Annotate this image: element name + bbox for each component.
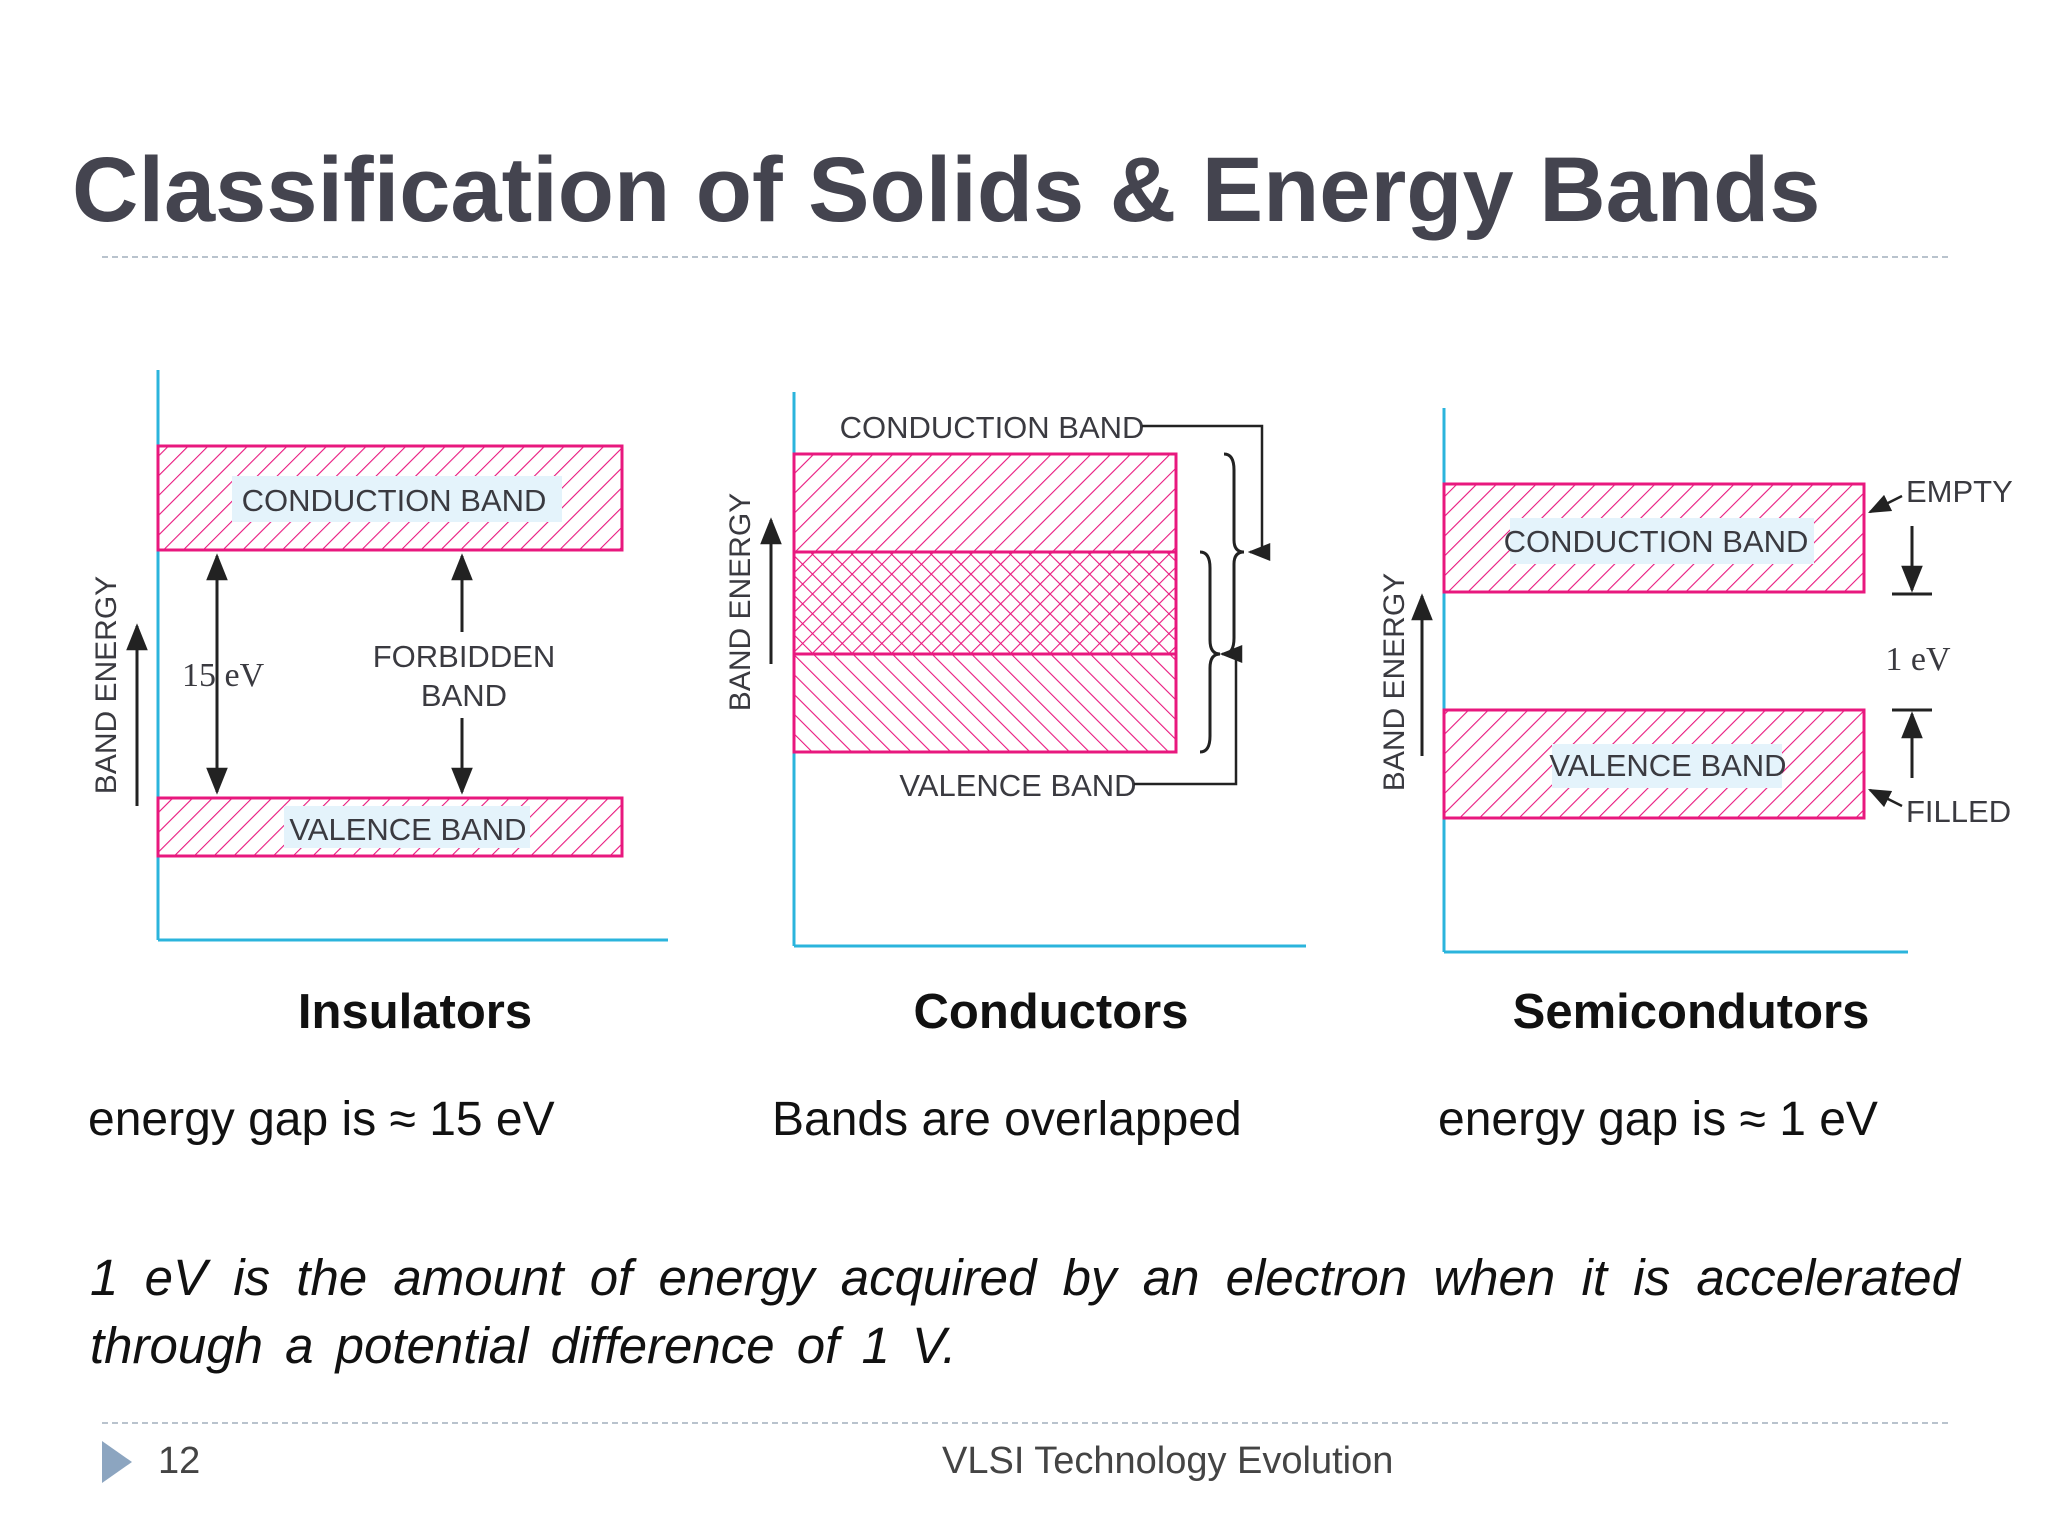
insulator-valence-label-bg (284, 806, 530, 848)
semiconductor-diagram: CONDUCTION BAND VALENCE BAND 1 eV EMPTY … (1378, 408, 2013, 954)
semiconductor-axis-label: BAND ENERGY (1378, 573, 1411, 791)
insulator-gap-label: 15 eV (182, 657, 265, 694)
semiconductor-gap-label: 1 eV (1885, 641, 1951, 678)
semiconductor-filled-pointer (1867, 788, 1903, 808)
footer-divider (102, 1422, 1948, 1424)
conductor-valence-label: VALENCE BAND (899, 768, 1136, 803)
insulator-description: energy gap is ≈ 15 eV (88, 1093, 555, 1146)
semiconductor-valence-label-bg (1552, 744, 1782, 788)
semiconductor-empty-pointer (1867, 494, 1903, 514)
semiconductor-empty-label: EMPTY (1906, 474, 2013, 509)
energy-band-diagrams: CONDUCTION BAND VALENCE BAND 15 eV FORBI… (90, 370, 2013, 954)
insulator-forbidden-label-line1: FORBIDDEN (373, 639, 556, 674)
slide-title: Classification of Solids & Energy Bands (72, 139, 1821, 241)
semiconductor-conduction-label-bg (1510, 518, 1814, 564)
insulator-axis-label: BAND ENERGY (90, 576, 123, 794)
conductor-title: Conductors (913, 985, 1189, 1039)
insulator-conduction-label: CONDUCTION BAND (242, 483, 547, 518)
conductor-valence-brace (1199, 550, 1221, 754)
conductor-conduction-label: CONDUCTION BAND (840, 410, 1145, 445)
conductor-valence-band (792, 550, 1178, 754)
conductor-axis-label: BAND ENERGY (724, 493, 757, 711)
insulator-title: Insulators (297, 985, 533, 1039)
conductor-diagram: CONDUCTION BAND VALENCE BAND BAND ENERGY (724, 392, 1306, 948)
semiconductor-valence-label: VALENCE BAND (1549, 748, 1786, 783)
footer-title: VLSI Technology Evolution (942, 1440, 1394, 1482)
conductor-conduction-brace (1223, 452, 1245, 656)
semiconductor-description: energy gap is ≈ 1 eV (1438, 1093, 1878, 1146)
conductor-description: Bands are overlapped (772, 1093, 1242, 1146)
semiconductor-title: Semicondutors (1512, 985, 1870, 1039)
conductor-conduction-leader (1142, 424, 1271, 561)
semiconductor-filled-label: FILLED (1906, 794, 2011, 829)
page-number: 12 (158, 1440, 201, 1482)
title-divider (102, 256, 1948, 258)
insulator-valence-label: VALENCE BAND (289, 812, 526, 847)
ev-definition: 1 eV is the amount of energy acquired by… (90, 1249, 1960, 1374)
insulator-conduction-label-bg (232, 476, 562, 522)
semiconductor-conduction-label: CONDUCTION BAND (1504, 524, 1809, 559)
insulator-forbidden-label-line2: BAND (421, 678, 507, 713)
conductor-valence-leader (1134, 645, 1243, 786)
insulator-forbidden-label-bg (368, 632, 558, 718)
insulator-diagram: CONDUCTION BAND VALENCE BAND 15 eV FORBI… (90, 370, 668, 942)
footer-arrow-icon (102, 1441, 132, 1483)
